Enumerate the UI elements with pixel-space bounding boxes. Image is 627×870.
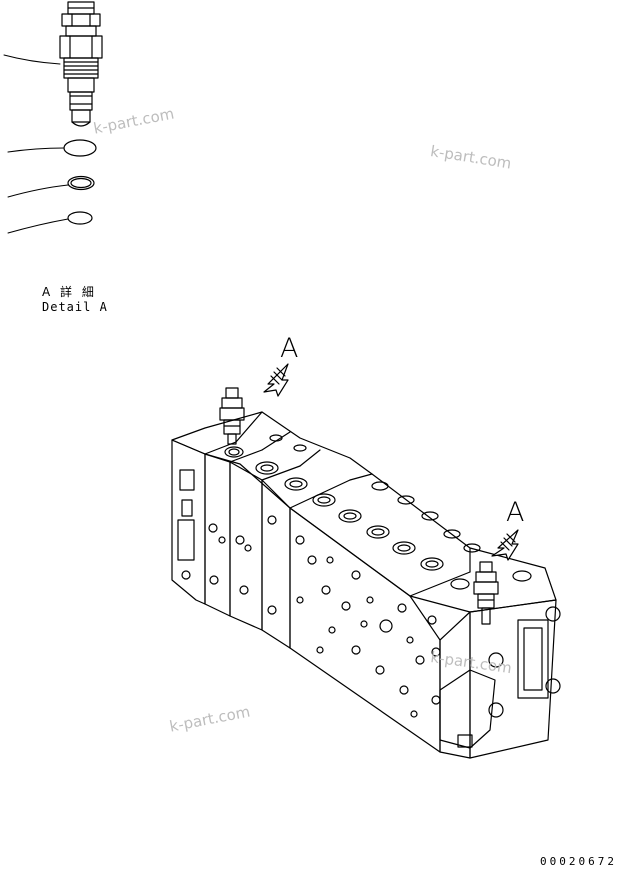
view-arrow-top (263, 363, 289, 397)
leader-lines (3, 54, 69, 234)
detail-label-jp: A 詳 細 (42, 285, 97, 299)
drawing-number: 00020672 (540, 855, 617, 868)
view-label-a-right: A (506, 497, 525, 528)
o-ring-large (63, 139, 97, 157)
o-ring-small (67, 211, 93, 225)
backup-ring (67, 175, 95, 191)
top-ports (224, 434, 532, 590)
relief-valve-right (473, 561, 499, 625)
control-valve-block (171, 411, 561, 759)
relief-valve-cartridge (59, 1, 103, 127)
view-arrow-right (491, 529, 519, 561)
front-ports (208, 515, 441, 718)
view-label-a-top: A (280, 333, 299, 364)
detail-label-en: Detail A (42, 300, 108, 314)
relief-valve-left (219, 387, 245, 445)
